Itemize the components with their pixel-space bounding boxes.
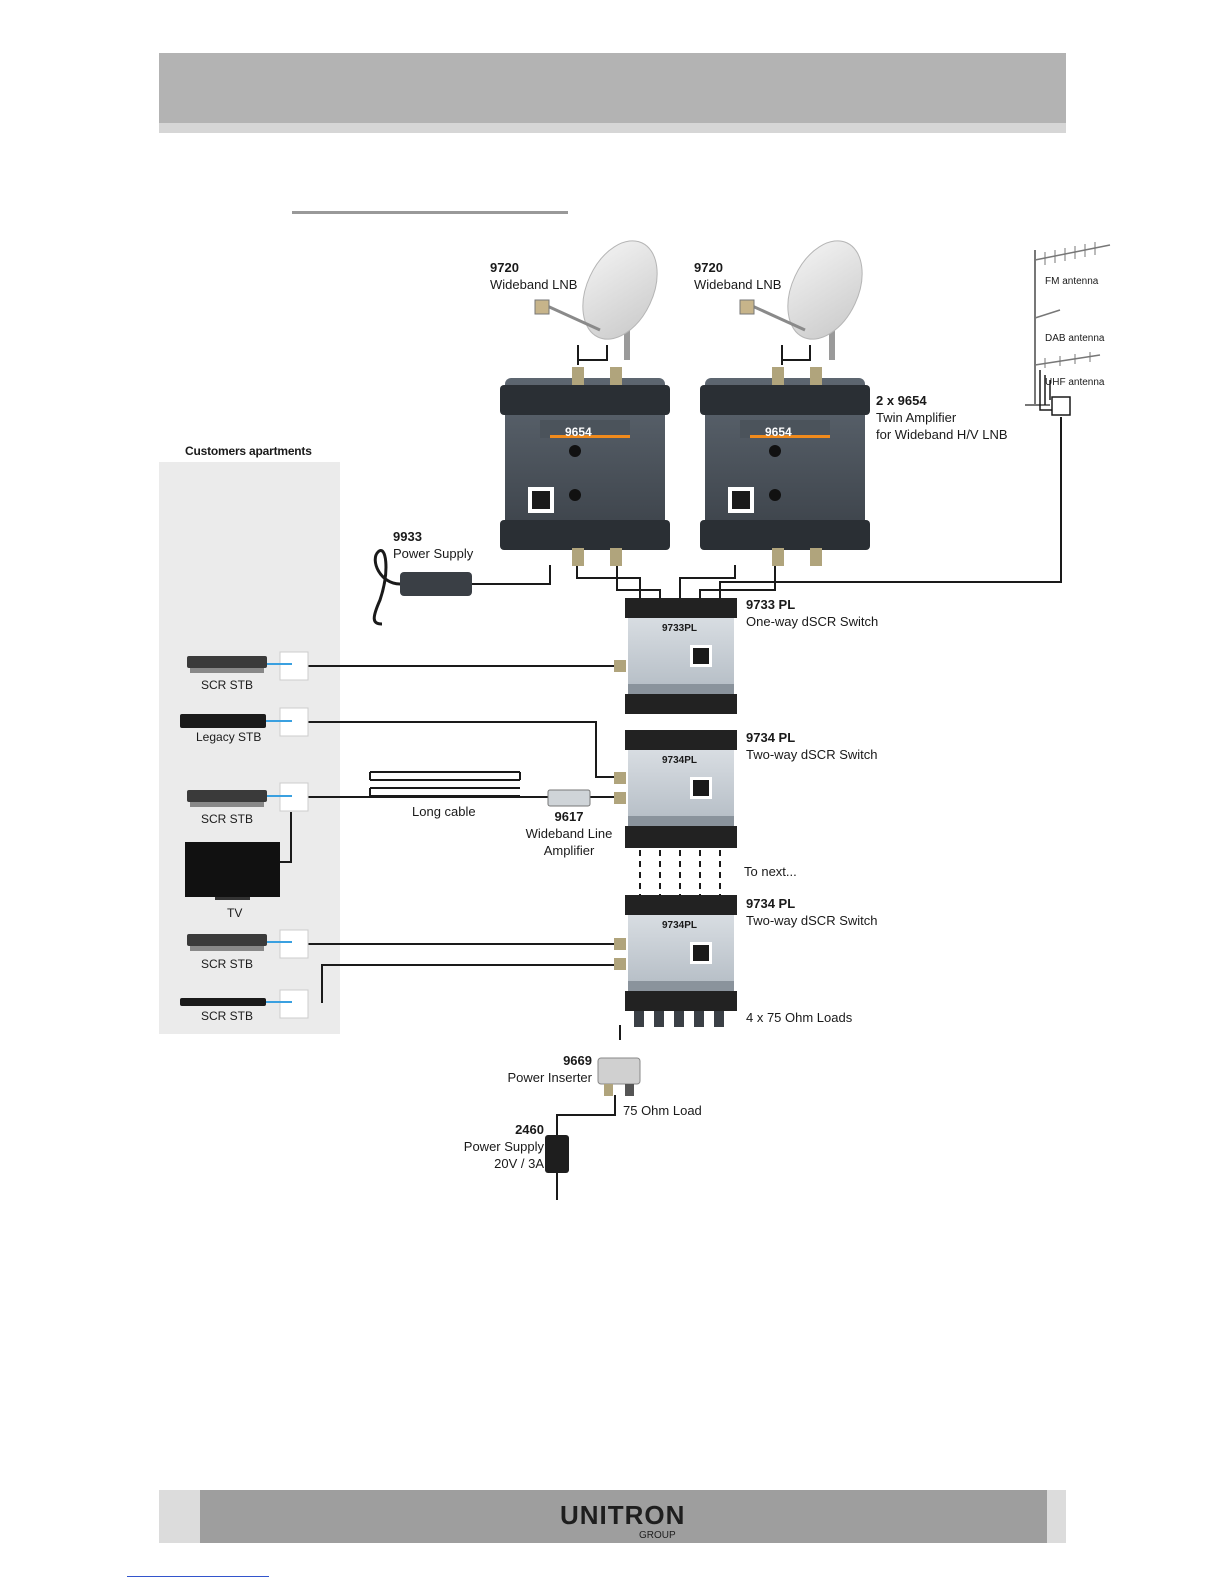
amplifier-label: 2 x 9654 Twin Amplifier for Wideband H/V… [876, 392, 1008, 443]
amplifier-code: 2 x 9654 [876, 393, 927, 408]
section-title-underline [292, 211, 568, 214]
legacy-stb [180, 714, 266, 728]
switch3-name: Two-way dSCR Switch [746, 913, 878, 928]
power-inserter-label: 9669 Power Inserter [480, 1052, 592, 1086]
lnb-right-name: Wideband LNB [694, 277, 782, 292]
cables [265, 345, 1062, 1135]
switch-9734pl-first [614, 730, 737, 848]
switch2-label: 9734 PL Two-way dSCR Switch [746, 729, 877, 763]
amp-right-unit-label: 9654 [765, 425, 792, 439]
loads-label: 4 x 75 Ohm Loads [746, 1010, 853, 1025]
switch-9734pl-last [614, 895, 737, 1027]
long-cable-label: Long cable [412, 804, 476, 819]
wall-outlets [279, 651, 309, 1019]
switch1-name: One-way dSCR Switch [746, 614, 879, 629]
device-label-scr-stb-2: SCR STB [201, 812, 254, 826]
amplifier-line1: Twin Amplifier [876, 410, 957, 425]
device-label-scr-stb-4: SCR STB [201, 1009, 254, 1023]
switch-9733pl [614, 598, 737, 714]
amplifier-9654-left [500, 367, 670, 566]
switch2-unit-label: 9734PL [662, 755, 698, 766]
power-supply-2460-label: 2460 Power Supply 20V / 3A [440, 1121, 544, 1172]
header-bar [159, 53, 1066, 123]
power-inserter-code: 9669 [563, 1053, 592, 1068]
unitron-logo: UNITRON [560, 1500, 686, 1530]
lnb-left-name: Wideband LNB [490, 277, 578, 292]
lnb-right-label: 9720 Wideband LNB [694, 259, 781, 293]
uhf-antenna-label: UHF antenna [1045, 377, 1105, 388]
power-supply-9933-name: Power Supply [393, 546, 474, 561]
footer-inner-band [200, 1490, 1047, 1543]
power-inserter-9669 [597, 1057, 641, 1096]
switch2-code: 9734 PL [746, 730, 796, 745]
lnb-left-code: 9720 [490, 260, 519, 275]
device-label-scr-stb-1: SCR STB [201, 678, 254, 692]
amp-left-unit-label: 9654 [565, 425, 592, 439]
fm-antenna-label: FM antenna [1045, 276, 1099, 287]
satellite-dish-right [739, 240, 863, 360]
scr-stb-4 [180, 998, 266, 1006]
unitron-logo-sub: GROUP [639, 1530, 676, 1541]
power-supply-9933-label: 9933 Power Supply [393, 528, 473, 562]
power-inserter-name: Power Inserter [507, 1070, 592, 1085]
power-supply-2460-rating: 20V / 3A [494, 1156, 544, 1171]
line-amplifier-line1: Wideband Line [525, 826, 613, 841]
switch3-code: 9734 PL [746, 896, 796, 911]
power-supply-2460-code: 2460 [515, 1122, 544, 1137]
footer-link-underline[interactable] [127, 1576, 269, 1577]
lnb-right-code: 9720 [694, 260, 723, 275]
line-amplifier-label: 9617 Wideband Line Amplifier [515, 808, 623, 859]
to-next-dashed-cables [639, 850, 721, 895]
line-amplifier-9617 [547, 789, 591, 807]
switch2-name: Two-way dSCR Switch [746, 747, 878, 762]
amplifier-line2: for Wideband H/V LNB [876, 427, 1008, 442]
ohm-load-label: 75 Ohm Load [623, 1103, 702, 1118]
terrestrial-antenna-mast [1025, 242, 1111, 416]
header-strip [159, 123, 1066, 133]
device-label-legacy-stb: Legacy STB [196, 730, 262, 744]
dab-antenna-label: DAB antenna [1045, 333, 1105, 344]
power-supply-9933 [372, 549, 472, 626]
satellite-dish-left [534, 240, 658, 360]
customers-apartments-title: Customers apartments [185, 444, 312, 458]
switch3-label: 9734 PL Two-way dSCR Switch [746, 895, 877, 929]
amplifier-9654-right [700, 367, 870, 566]
switch1-label: 9733 PL One-way dSCR Switch [746, 596, 878, 630]
scr-stb-2 [187, 790, 267, 807]
power-supply-9933-code: 9933 [393, 529, 422, 544]
device-label-scr-stb-3: SCR STB [201, 957, 254, 971]
power-supply-2460 [545, 1135, 569, 1200]
tv [185, 842, 280, 900]
scr-stb-3 [187, 934, 267, 951]
line-amplifier-code: 9617 [554, 809, 584, 824]
switch3-unit-label: 9734PL [662, 920, 698, 931]
switch1-unit-label: 9733PL [662, 623, 698, 634]
switch1-code: 9733 PL [746, 597, 796, 612]
device-label-tv: TV [227, 906, 243, 920]
outlet-blue-links [266, 663, 292, 1003]
line-amplifier-line2: Amplifier [543, 843, 595, 858]
power-supply-2460-name: Power Supply [463, 1139, 544, 1154]
scr-stb-1 [187, 656, 267, 673]
lnb-left-label: 9720 Wideband LNB [490, 259, 577, 293]
to-next-label: To next... [744, 864, 797, 879]
